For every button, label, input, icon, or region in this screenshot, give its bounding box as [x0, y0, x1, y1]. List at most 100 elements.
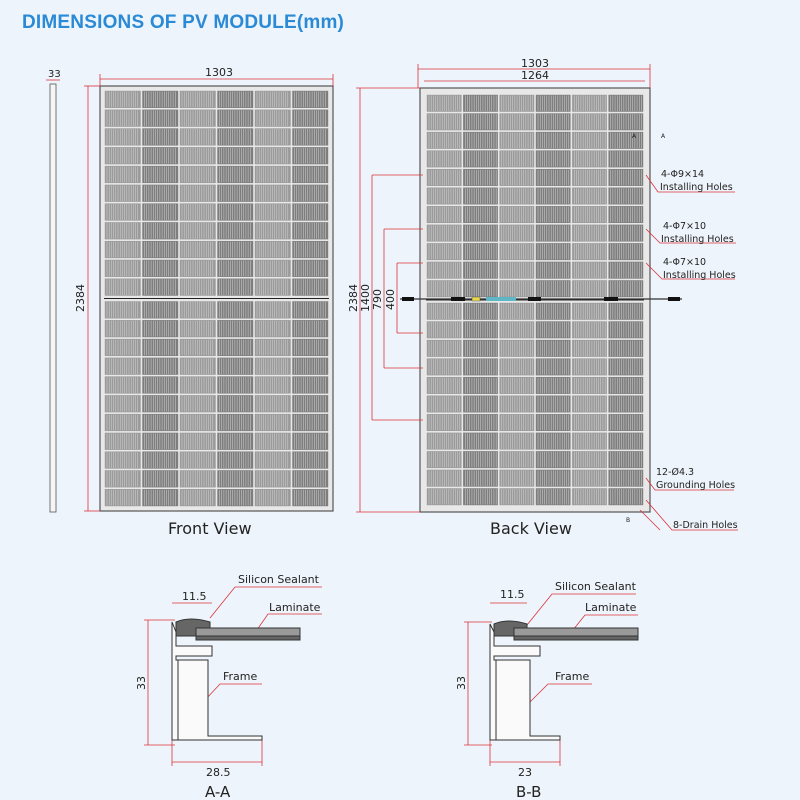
solar-cell	[179, 432, 216, 450]
solar-cell	[254, 320, 291, 338]
solar-cell	[104, 90, 141, 108]
solar-cell	[104, 357, 141, 375]
solar-cell	[292, 470, 329, 488]
solar-cell	[104, 338, 141, 357]
solar-cell	[217, 128, 254, 146]
dim-400-label: 400	[384, 289, 397, 310]
frame-label: Frame	[223, 670, 258, 683]
solar-cell	[142, 301, 179, 319]
solar-cell	[217, 278, 254, 296]
solar-cell	[179, 90, 216, 108]
solar-cell	[292, 184, 329, 202]
solar-cell	[217, 184, 254, 202]
solar-cell	[254, 395, 291, 413]
solar-cell	[292, 259, 329, 277]
solar-cell	[179, 470, 216, 488]
solar-cell	[104, 240, 141, 259]
solar-cell	[179, 489, 216, 507]
solar-cell	[179, 147, 216, 165]
callout-name: Installing Holes	[661, 234, 734, 245]
sealant-label: Silicon Sealant	[555, 580, 637, 593]
solar-cell	[104, 184, 141, 202]
solar-cell	[179, 451, 216, 469]
solar-cell	[142, 470, 179, 488]
solar-cell	[217, 413, 254, 432]
dimension-lines	[46, 64, 738, 766]
solar-cell	[254, 147, 291, 165]
solar-cell	[104, 165, 141, 184]
solar-cell	[254, 203, 291, 221]
section-aa-profile	[171, 618, 301, 741]
solar-cell	[142, 165, 179, 184]
solar-cell	[142, 90, 179, 108]
solar-cell	[292, 240, 329, 259]
solar-cell	[179, 165, 216, 184]
solar-cell	[217, 357, 254, 375]
solar-cell	[254, 413, 291, 432]
solar-cell	[254, 90, 291, 108]
solar-cell	[179, 259, 216, 277]
solar-cell	[217, 451, 254, 469]
solar-cell	[104, 259, 141, 277]
side-profile	[49, 83, 57, 513]
solar-cell	[104, 301, 141, 319]
height-dim: 33	[455, 676, 468, 690]
solar-cell	[217, 90, 254, 108]
solar-cell	[292, 203, 329, 221]
junction-cable	[400, 296, 682, 302]
solar-cell	[104, 222, 141, 240]
back-width-outer-label: 1303	[521, 57, 549, 70]
lip-dim: 11.5	[500, 588, 525, 601]
solar-cell	[104, 376, 141, 394]
dim-790-label: 790	[371, 289, 384, 310]
solar-cell	[254, 489, 291, 507]
solar-cell	[217, 470, 254, 488]
page-title: DIMENSIONS OF PV MODULE(mm)	[22, 12, 345, 33]
section-bb-labels: Silicon Sealant Laminate Frame 11.5 33 2…	[455, 580, 637, 800]
solar-cell	[254, 376, 291, 394]
solar-cell	[179, 240, 216, 259]
solar-cell	[217, 338, 254, 357]
solar-cell	[292, 395, 329, 413]
solar-cell	[254, 240, 291, 259]
solar-cell	[104, 147, 141, 165]
solar-cell	[292, 165, 329, 184]
solar-cell	[179, 222, 216, 240]
callout-spec: 4-Φ9×14	[661, 169, 704, 180]
sealant-label: Silicon Sealant	[238, 573, 320, 586]
solar-cell	[217, 203, 254, 221]
solar-cell	[217, 395, 254, 413]
height-dim: 33	[135, 676, 148, 690]
solar-cell	[217, 376, 254, 394]
callout-name: Installing Holes	[660, 182, 733, 193]
section-bb-title: B-B	[516, 783, 541, 800]
section-aa-title: A-A	[205, 783, 231, 800]
solar-cell	[217, 165, 254, 184]
lip-dim: 11.5	[182, 590, 207, 603]
solar-cell	[292, 147, 329, 165]
section-bb-profile	[489, 620, 639, 741]
solar-cell	[254, 470, 291, 488]
solar-cell	[217, 259, 254, 277]
solar-cell	[104, 278, 141, 296]
solar-cell	[254, 432, 291, 450]
solar-cell	[142, 432, 179, 450]
solar-cell	[104, 470, 141, 488]
solar-cell	[179, 109, 216, 127]
solar-cell	[142, 357, 179, 375]
solar-cell	[179, 376, 216, 394]
solar-cell	[217, 301, 254, 319]
solar-cell	[217, 489, 254, 507]
solar-cell	[292, 128, 329, 146]
front-panel-cells	[99, 85, 334, 512]
section-mark-a-right: A	[661, 133, 666, 140]
solar-cell	[104, 203, 141, 221]
solar-cell	[254, 165, 291, 184]
solar-cell	[179, 128, 216, 146]
solar-cell	[179, 203, 216, 221]
solar-cell	[217, 109, 254, 127]
back-view-label: Back View	[490, 519, 572, 538]
solar-cell	[292, 413, 329, 432]
dim-1400-label: 1400	[359, 284, 372, 312]
solar-cell	[179, 320, 216, 338]
